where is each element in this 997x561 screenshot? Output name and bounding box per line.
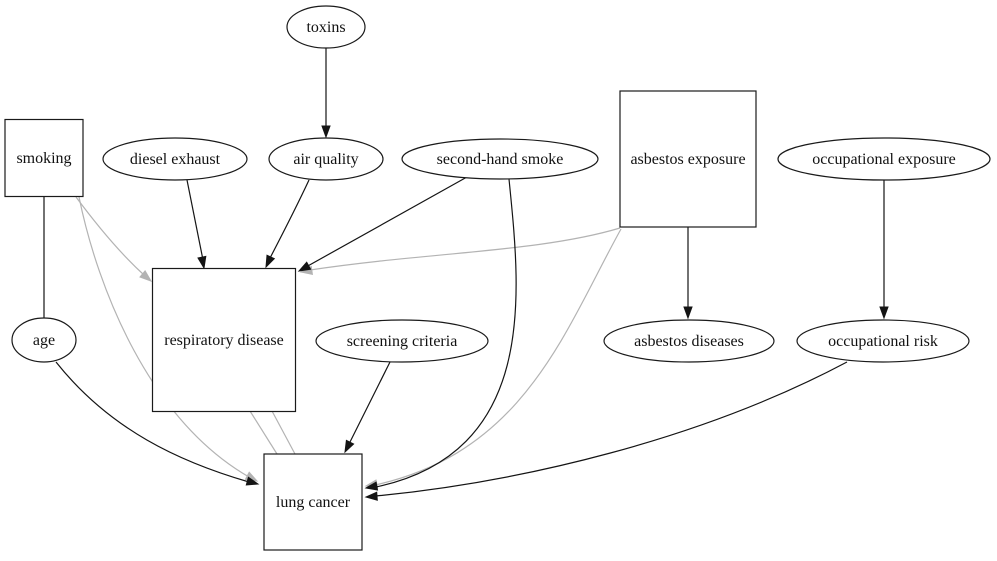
node-shape-rect — [619, 90, 757, 228]
edge-respiratory-disease--lung-cancer — [271, 410, 296, 455]
edge-asbestos-exposure--lung-cancer — [374, 228, 622, 486]
node-label-lung-cancer: lung cancer — [276, 494, 351, 511]
node-occupational-exposure: occupational exposure — [777, 137, 991, 181]
node-shape-ellipse — [11, 317, 77, 363]
arrowhead-second-hand-smoke--lung-cancer — [364, 481, 379, 491]
node-label-air-quality: air quality — [293, 151, 358, 168]
node-shape-ellipse — [603, 319, 775, 363]
node-label-age: age — [33, 332, 55, 349]
edge-second-hand-smoke--lung-cancer — [375, 178, 517, 488]
node-label-occupational-exposure: occupational exposure — [812, 151, 956, 168]
node-respiratory-disease: respiratory disease — [151, 267, 297, 413]
node-shape-rect — [151, 267, 297, 413]
node-label-respiratory-disease: respiratory disease — [164, 332, 284, 349]
node-asbestos-diseases: asbestos diseases — [603, 319, 775, 363]
node-shape-ellipse — [777, 137, 991, 181]
node-toxins: toxins — [286, 5, 366, 49]
node-label-smoking: smoking — [16, 150, 71, 167]
edge-second-hand-smoke--respiratory-disease — [305, 176, 468, 268]
edge-screening-criteria--lung-cancer — [348, 361, 391, 445]
arrowhead-air-quality--respiratory-disease — [265, 254, 276, 269]
arrowhead-toxins--air-quality — [321, 125, 331, 139]
edge-smoking--respiratory-disease — [75, 196, 145, 276]
node-label-second-hand-smoke: second-hand smoke — [437, 151, 564, 168]
node-lung-cancer: lung cancer — [263, 453, 363, 551]
node-shape-ellipse — [102, 137, 248, 181]
edge-air-quality--respiratory-disease — [268, 179, 310, 261]
arrowhead-diesel-exhaust--respiratory-disease — [197, 255, 207, 270]
node-label-asbestos-exposure: asbestos exposure — [630, 151, 745, 168]
node-air-quality: air quality — [268, 137, 384, 181]
edge-asbestos-exposure--respiratory-disease — [309, 227, 621, 271]
node-label-diesel-exhaust: diesel exhaust — [130, 151, 221, 168]
node-label-occupational-risk: occupational risk — [828, 333, 938, 350]
edge-diesel-exhaust--respiratory-disease — [186, 179, 204, 261]
arrowhead-second-hand-smoke--respiratory-disease — [297, 261, 312, 272]
node-second-hand-smoke: second-hand smoke — [401, 138, 599, 180]
node-shape-ellipse — [268, 137, 384, 181]
node-shape-ellipse — [315, 319, 489, 363]
node-shape-ellipse — [796, 319, 970, 363]
arrowhead-smoking--respiratory-disease — [139, 270, 153, 282]
edge-occupational-risk--lung-cancer — [375, 361, 848, 497]
arrowhead-age--lung-cancer — [245, 476, 260, 486]
edge-smoking--lung-cancer — [78, 196, 250, 478]
node-screening-criteria: screening criteria — [315, 319, 489, 363]
arrowhead-occupational-risk--lung-cancer — [364, 491, 378, 501]
edge-age--lung-cancer — [55, 361, 250, 483]
node-label-asbestos-diseases: asbestos diseases — [634, 333, 744, 350]
node-label-toxins: toxins — [306, 19, 345, 36]
arrowhead-asbestos-exposure--asbestos-diseases — [683, 306, 693, 320]
node-shape-ellipse — [286, 5, 366, 49]
node-diesel-exhaust: diesel exhaust — [102, 137, 248, 181]
node-asbestos-exposure: asbestos exposure — [619, 90, 757, 228]
node-shape-ellipse — [401, 138, 599, 180]
node-shape-rect — [4, 118, 84, 198]
arrowhead-screening-criteria--lung-cancer — [344, 439, 355, 454]
node-age: age — [11, 317, 77, 363]
node-occupational-risk: occupational risk — [796, 319, 970, 363]
node-smoking: smoking — [4, 118, 84, 198]
node-shape-rect — [263, 453, 363, 551]
arrowhead-occupational-exposure--occupational-risk — [879, 306, 889, 320]
edge-respiratory-disease--lung-cancer — [249, 410, 278, 455]
node-label-screening-criteria: screening criteria — [347, 333, 458, 350]
